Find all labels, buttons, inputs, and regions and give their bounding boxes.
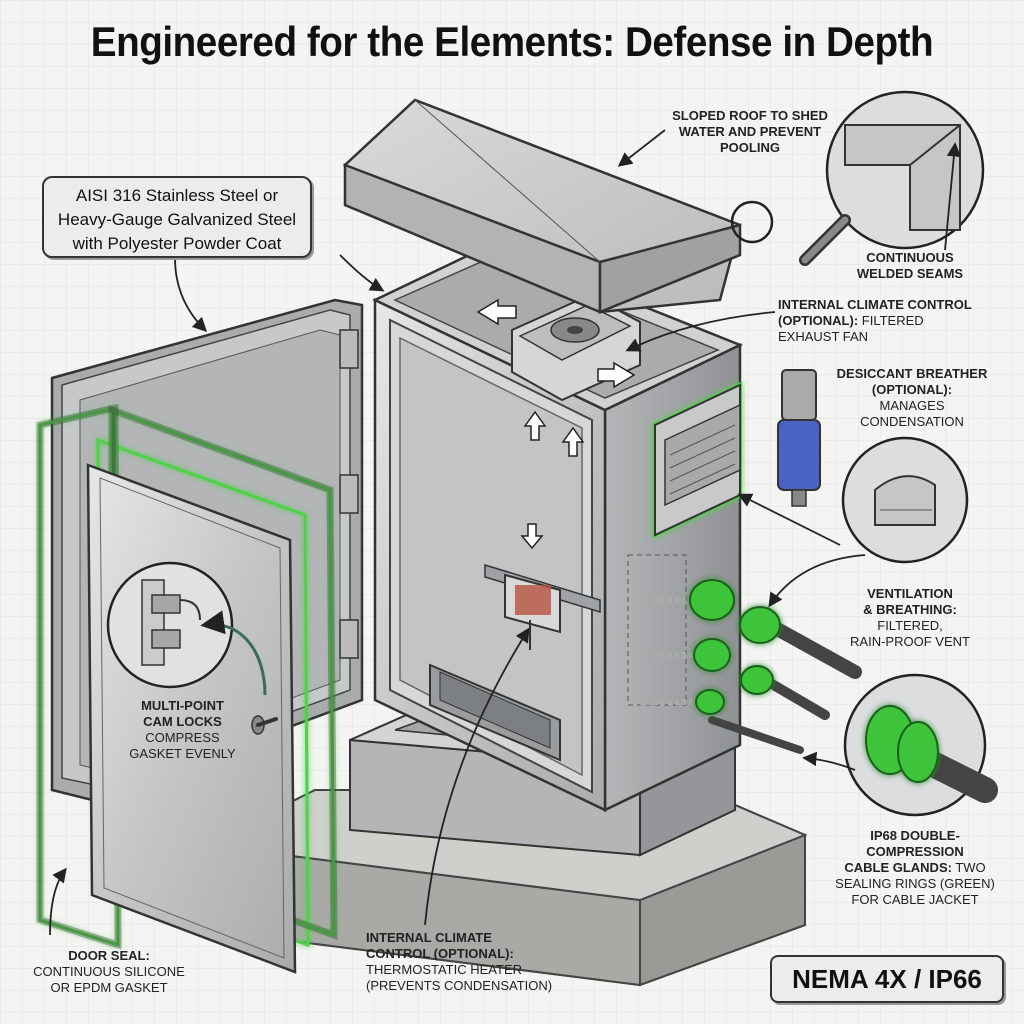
breather-line-4: CONDENSATION bbox=[860, 414, 964, 429]
fan-line-2-bold: (OPTIONAL): bbox=[778, 313, 859, 328]
heater-line-3: THERMOSTATIC HEATER bbox=[366, 962, 522, 977]
fan-line-3: EXHAUST FAN bbox=[778, 329, 869, 344]
seal-line-1: DOOR SEAL: bbox=[68, 948, 150, 963]
sloped-roof bbox=[342, 98, 742, 314]
callout-door-seal: DOOR SEAL: CONTINUOUS SILICONE OR EPDM G… bbox=[24, 948, 194, 996]
callout-ventilation: VENTILATION & BREATHING: FILTERED, RAIN-… bbox=[835, 586, 985, 650]
material-line-1: AISI 316 Stainless Steel or bbox=[75, 186, 279, 205]
callout-desiccant-breather: DESICCANT BREATHER (OPTIONAL): MANAGES C… bbox=[832, 366, 992, 430]
leader-lines bbox=[49, 129, 962, 936]
rating-badge: NEMA 4X / IP66 bbox=[770, 955, 1004, 1003]
ventilation-hood-body bbox=[654, 383, 741, 537]
glands-line-4: SEALING RINGS (GREEN) bbox=[835, 876, 995, 891]
roof-line-1: SLOPED ROOF TO SHED bbox=[672, 108, 828, 123]
glands-line-3-bold: CABLE GLANDS: bbox=[844, 860, 952, 875]
heater-line-4: (PREVENTS CONDENSATION) bbox=[366, 978, 553, 993]
breather-line-3: MANAGES bbox=[879, 398, 945, 413]
vent-line-3: FILTERED, bbox=[877, 618, 943, 633]
callout-cam-locks: MULTI-POINT CAM LOCKS COMPRESS GASKET EV… bbox=[120, 698, 245, 762]
locks-line-4: GASKET EVENLY bbox=[129, 746, 236, 761]
cam-lock-detail bbox=[106, 561, 267, 696]
breather-line-2: (OPTIONAL): bbox=[871, 382, 953, 397]
callout-cable-glands: IP68 DOUBLE- COMPRESSION CABLE GLANDS: T… bbox=[830, 828, 1000, 908]
glands-line-1: IP68 DOUBLE- bbox=[870, 828, 960, 843]
seams-line-2: WELDED SEAMS bbox=[856, 266, 964, 281]
material-line-2: Heavy-Gauge Galvanized Steel bbox=[57, 210, 297, 229]
roof-line-2: WATER AND PREVENT bbox=[678, 124, 822, 139]
roof-line-3: POOLING bbox=[720, 140, 780, 155]
callout-exhaust-fan: INTERNAL CLIMATE CONTROL (OPTIONAL): FIL… bbox=[778, 297, 998, 345]
gland-detail bbox=[843, 673, 998, 817]
breather-line-1: DESICCANT BREATHER bbox=[836, 366, 988, 381]
page-title: Engineered for the Elements: Defense in … bbox=[90, 18, 934, 65]
glands-line-5: FOR CABLE JACKET bbox=[851, 892, 979, 907]
seal-line-3: OR EPDM GASKET bbox=[50, 980, 168, 995]
welded-seam-detail bbox=[799, 90, 985, 266]
vent-detail bbox=[841, 436, 969, 564]
heater-line-1: INTERNAL CLIMATE bbox=[366, 930, 492, 945]
locks-line-2: CAM LOCKS bbox=[143, 714, 222, 729]
heater-line-2: CONTROL (OPTIONAL): bbox=[366, 946, 514, 961]
seam-detail-marker bbox=[730, 200, 774, 244]
locks-line-1: MULTI-POINT bbox=[141, 698, 224, 713]
fan-line-2-rest: FILTERED bbox=[858, 313, 924, 328]
callout-sloped-roof: SLOPED ROOF TO SHED WATER AND PREVENT PO… bbox=[660, 108, 840, 156]
material-line-3: with Polyester Powder Coat bbox=[72, 234, 282, 253]
glands-line-3-rest: TWO bbox=[951, 860, 986, 875]
callout-heater: INTERNAL CLIMATE CONTROL (OPTIONAL): THE… bbox=[366, 930, 566, 994]
glands-line-2: COMPRESSION bbox=[866, 844, 964, 859]
callout-welded-seams: CONTINUOUS WELDED SEAMS bbox=[855, 250, 965, 282]
airflow-arrows bbox=[476, 298, 636, 550]
vent-line-4: RAIN-PROOF VENT bbox=[850, 634, 970, 649]
locks-line-3: COMPRESS bbox=[145, 730, 220, 745]
seal-line-2: CONTINUOUS SILICONE bbox=[33, 964, 185, 979]
cable-glands bbox=[640, 579, 862, 754]
thermostatic-heater bbox=[504, 573, 561, 650]
desiccant-breather bbox=[777, 369, 821, 507]
vent-line-1: VENTILATION bbox=[867, 586, 953, 601]
seams-line-1: CONTINUOUS bbox=[866, 250, 954, 265]
fan-line-1: INTERNAL CLIMATE CONTROL bbox=[778, 297, 972, 312]
material-spec-box: AISI 316 Stainless Steel or Heavy-Gauge … bbox=[42, 176, 312, 258]
vent-line-2: & BREATHING: bbox=[863, 602, 957, 617]
